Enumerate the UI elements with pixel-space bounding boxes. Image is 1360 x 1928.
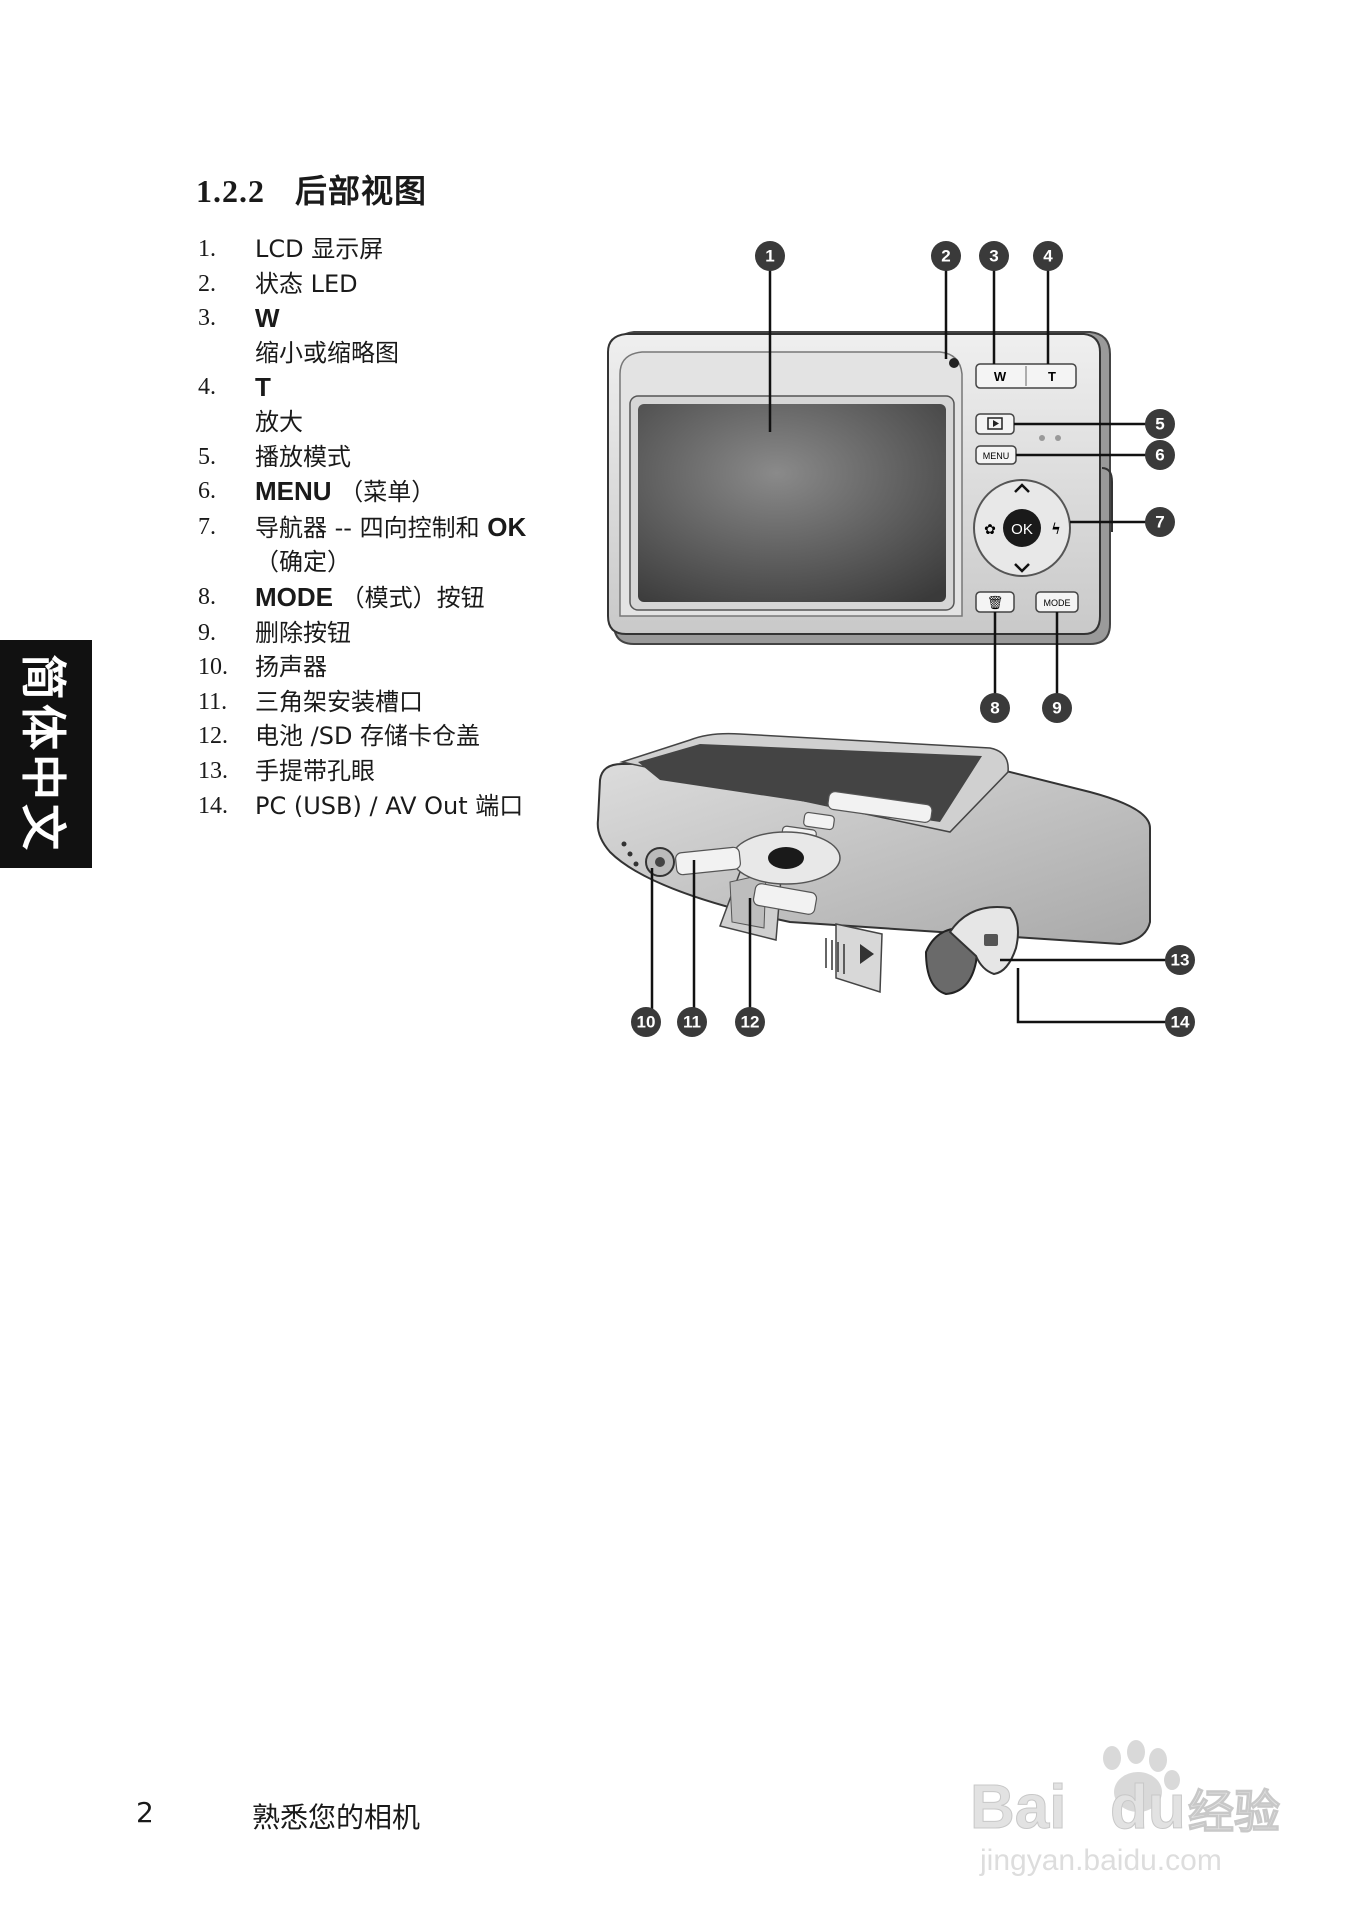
callout-9: 9 [1042, 693, 1072, 723]
list-item: 8.MODE （模式）按钮 [198, 580, 526, 616]
language-side-tab: 简体中文 [0, 640, 92, 868]
flash-icon: ϟ [1051, 520, 1061, 538]
camera-rear-body: W T MENU OK ✿ ϟ 🗑 MODE [608, 332, 1112, 644]
watermark-brand2: du [1110, 1773, 1186, 1842]
callout-12: 12 [735, 1007, 765, 1037]
svg-text:6: 6 [1155, 446, 1164, 465]
list-item: 10.扬声器 [198, 650, 526, 685]
svg-text:2: 2 [941, 247, 950, 266]
baidu-watermark: Bai du 经验 jingyan.baidu.com [960, 1736, 1290, 1886]
svg-text:4: 4 [1043, 247, 1053, 266]
trash-icon: 🗑 [987, 595, 1004, 611]
callout-3: 3 [979, 241, 1009, 271]
section-heading: 1.2.2 后部视图 [196, 166, 427, 212]
callout-1: 1 [755, 241, 785, 271]
svg-text:10: 10 [637, 1013, 656, 1032]
svg-text:8: 8 [990, 699, 999, 718]
zoom-t-label: T [1048, 369, 1056, 384]
watermark-brand: Bai [970, 1773, 1066, 1842]
side-tab-label: 简体中文 [13, 654, 79, 854]
status-led [949, 358, 959, 368]
callout-10: 10 [631, 1007, 661, 1037]
svg-text:7: 7 [1155, 513, 1164, 532]
list-item: 12.电池 /SD 存储卡仓盖 [198, 719, 526, 754]
callout-6: 6 [1145, 440, 1175, 470]
list-item: 1.LCD 显示屏 [198, 232, 526, 267]
callout-11: 11 [677, 1007, 707, 1037]
list-item: 14.PC (USB) / AV Out 端口 [198, 789, 526, 824]
svg-text:3: 3 [989, 247, 998, 266]
callout-5: 5 [1145, 409, 1175, 439]
svg-text:9: 9 [1052, 699, 1061, 718]
watermark-url: jingyan.baidu.com [979, 1844, 1222, 1877]
watermark-suffix: 经验 [1188, 1785, 1280, 1839]
camera-illustration: W T MENU OK ✿ ϟ 🗑 MODE [590, 232, 1230, 1052]
list-item: 5.播放模式 [198, 440, 526, 475]
ok-button-label: OK [1011, 521, 1033, 538]
list-item: 6.MENU （菜单） [198, 474, 526, 510]
page-number: 2 [136, 1796, 154, 1829]
camera-rear-figure: W T MENU OK ✿ ϟ 🗑 MODE [590, 232, 1230, 1052]
callout-14: 14 [1165, 1007, 1195, 1037]
mode-button-label: MODE [1044, 598, 1071, 608]
callout-7: 7 [1145, 507, 1175, 537]
list-item: 11.三角架安装槽口 [198, 685, 526, 720]
list-item: 2.状态 LED [198, 267, 526, 302]
section-title: 后部视图 [295, 172, 427, 210]
svg-text:5: 5 [1155, 415, 1164, 434]
list-item: 9.删除按钮 [198, 616, 526, 651]
footer-title: 熟悉您的相机 [252, 1796, 420, 1836]
list-item: 13.手提带孔眼 [198, 754, 526, 789]
menu-button-label: MENU [983, 451, 1010, 461]
svg-text:14: 14 [1171, 1013, 1190, 1032]
lcd-screen [638, 404, 946, 602]
callout-2: 2 [931, 241, 961, 271]
section-number: 1.2.2 [196, 173, 265, 209]
callout-4: 4 [1033, 241, 1063, 271]
camera-bottom-body [598, 734, 1150, 994]
list-item: 7.导航器 -- 四向控制和 OK（确定） [198, 510, 526, 580]
svg-text:1: 1 [765, 247, 774, 266]
svg-text:13: 13 [1171, 951, 1190, 970]
svg-text:11: 11 [683, 1013, 701, 1032]
callout-8: 8 [980, 693, 1010, 723]
callout-13: 13 [1165, 945, 1195, 975]
zoom-w-label: W [994, 369, 1007, 384]
macro-icon: ✿ [984, 522, 996, 538]
svg-text:12: 12 [741, 1013, 760, 1032]
